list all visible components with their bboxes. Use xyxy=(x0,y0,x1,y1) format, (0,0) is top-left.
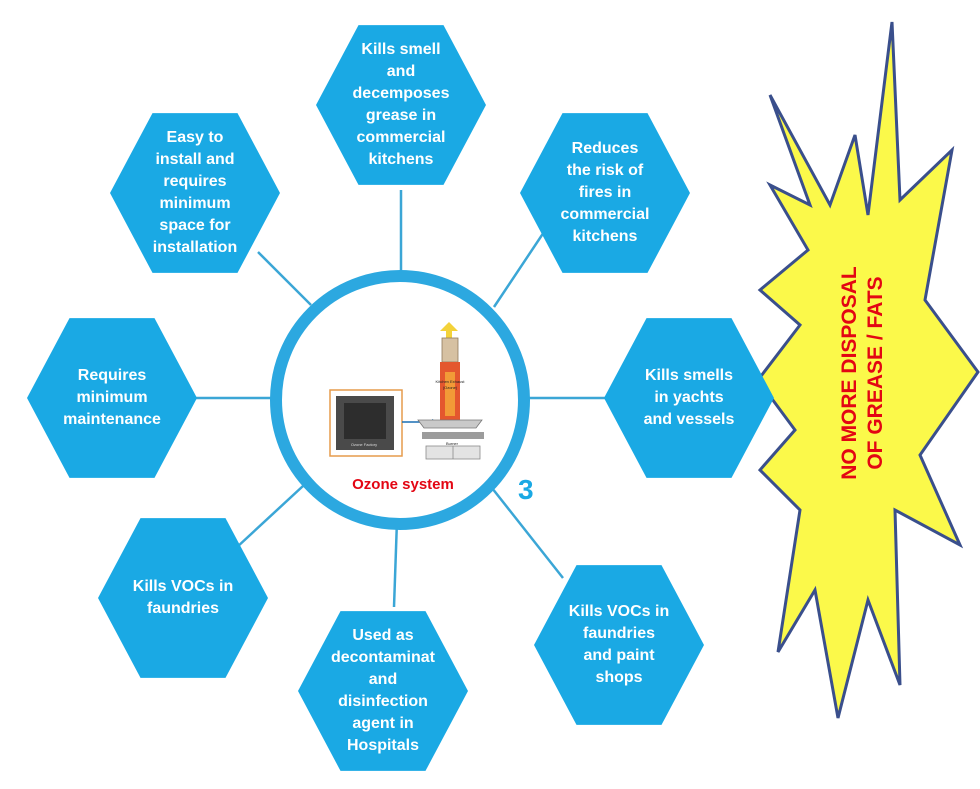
hood-sublabel: (Ozone) xyxy=(443,385,458,390)
connector-line-bottom-left xyxy=(235,485,304,549)
ozone-unit-panel xyxy=(344,403,386,439)
hexagon-minimum-maintenance: Requires minimum maintenance xyxy=(27,313,197,483)
burner-label: Burner xyxy=(446,441,459,446)
starburst-shape xyxy=(756,21,980,719)
hexagon-reduces-fire-risk: Reduces the risk of fires in commercial … xyxy=(520,108,690,278)
hood-label: Kitchen Exhaust xyxy=(436,379,466,384)
connector-line-bottom-right xyxy=(491,487,564,579)
hexagon-kills-vocs-faundries: Kills VOCs in faundries xyxy=(98,513,268,683)
hexagon-easy-install: Easy to install and requires minimum spa… xyxy=(110,108,280,278)
hexagon-text: Easy to install and requires minimum spa… xyxy=(152,129,238,256)
center-ring xyxy=(270,270,530,530)
connector-line-top-right xyxy=(492,222,552,308)
connector-line-bottom xyxy=(392,519,399,608)
hexagon-text: Requires minimum maintenance xyxy=(63,367,161,428)
ozone-system-illustration: Ozone Factory Kitchen Exhaust (Ozone) Bu… xyxy=(329,322,484,460)
hexagon-text: Kills smells in yachts and vessels xyxy=(643,367,735,428)
ozone-unit-label: Ozone Factory xyxy=(351,442,377,447)
hexagon-kills-vocs-paint-shops: Kills VOCs in faundries and paint shops xyxy=(534,560,704,730)
hexagon-kills-smell-grease: Kills smell and decemposes grease in com… xyxy=(316,20,486,190)
hexagon-text: Kills VOCs in faundries xyxy=(132,578,234,617)
center-label: Ozone system xyxy=(352,476,454,493)
hexagon-text: Kills smell and decemposes grease in com… xyxy=(352,41,450,168)
ozone-unit-frame xyxy=(329,389,403,457)
center-number: 3 xyxy=(518,474,534,505)
exhaust-flame-core xyxy=(445,372,455,416)
hexagon-shape xyxy=(316,25,486,185)
stove-top xyxy=(422,432,484,439)
kitchen-hood xyxy=(417,419,483,429)
hexagon-shape xyxy=(298,611,468,771)
hexagon-kills-smells-yachts: Kills smells in yachts and vessels xyxy=(604,313,774,483)
exhaust-duct xyxy=(441,337,459,363)
exhaust-arrow xyxy=(440,322,458,338)
hexagon-text: Reduces the risk of fires in commercial … xyxy=(560,140,650,245)
connector-line-top-left xyxy=(257,251,312,306)
starburst-text: NO MORE DISPOSAL OF GREASE / FATS xyxy=(838,266,887,480)
hexagon-text: Used as decontaminat and disinfection ag… xyxy=(330,627,435,754)
hexagon-decontamination-hospitals: Used as decontaminat and disinfection ag… xyxy=(298,606,468,776)
connector-lines xyxy=(194,190,605,608)
hexagon-text: Kills VOCs in faundries and paint shops xyxy=(568,603,670,686)
